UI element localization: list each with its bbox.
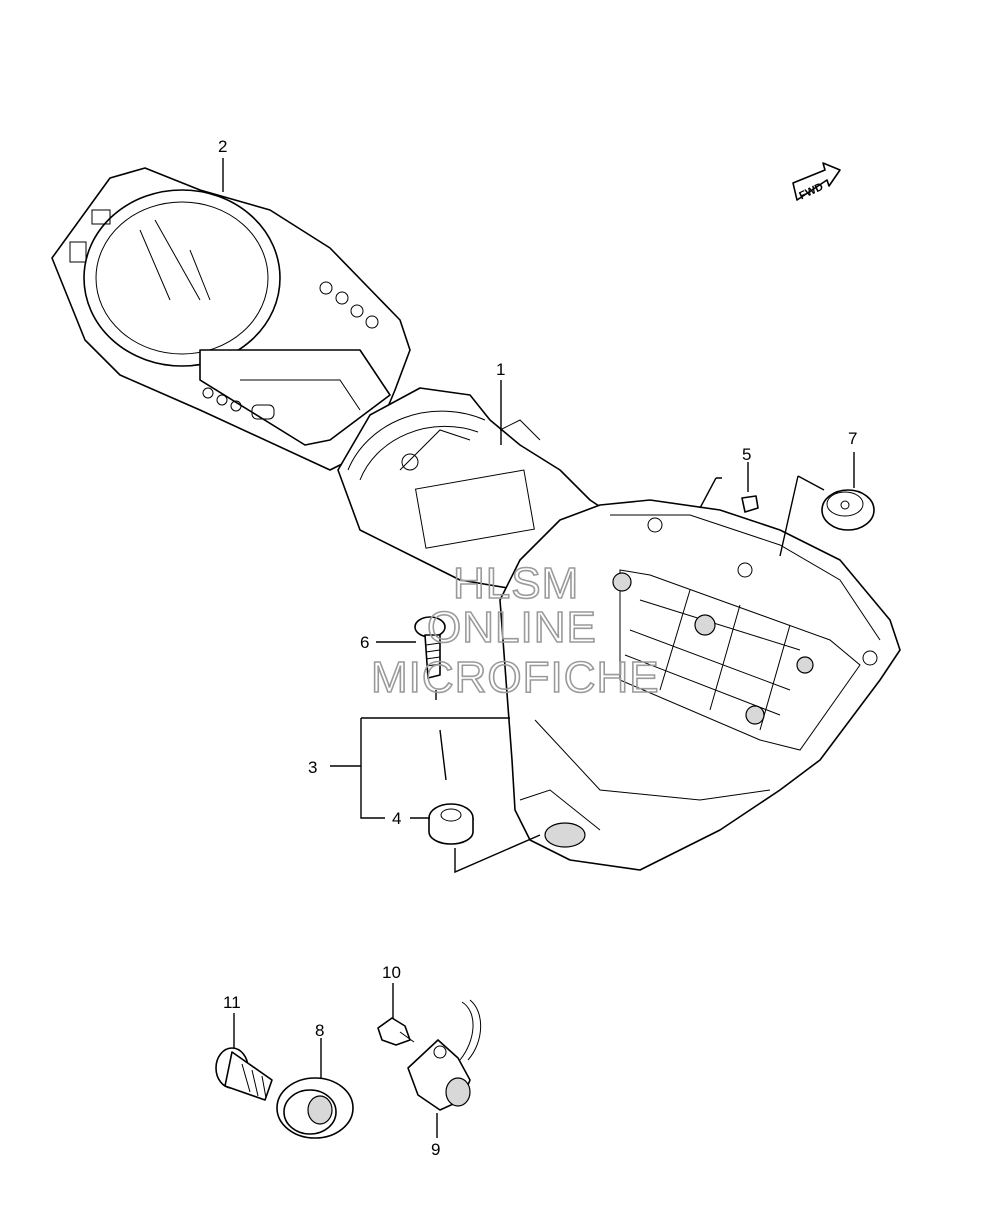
callout-8: 8 (315, 1021, 324, 1040)
callout-11: 11 (223, 993, 241, 1012)
cushion-part-4 (428, 803, 474, 845)
callout-4: 4 (392, 809, 401, 828)
bolt-part-10 (377, 1017, 415, 1046)
fwd-arrow-icon: FWD (792, 162, 841, 202)
bolt-part-11 (215, 1047, 273, 1101)
leader-lines (222, 158, 855, 1138)
callout-1: 1 (496, 360, 505, 379)
screw-part-6 (414, 616, 446, 679)
screw-part-5 (741, 495, 759, 513)
callout-10: 10 (382, 963, 401, 982)
callout-3: 3 (308, 758, 317, 777)
watermark-line3: MICROFICHE (371, 653, 660, 702)
callout-9: 9 (431, 1140, 440, 1159)
callout-7: 7 (848, 429, 857, 448)
meter-cover-part (51, 167, 411, 471)
meter-case-part (499, 499, 901, 871)
collar-part-8 (276, 1077, 354, 1139)
speed-sensor-part-9 (407, 999, 482, 1111)
watermark: HLSM ONLINE MICROFICHE (370, 558, 660, 703)
callout-2: 2 (218, 137, 227, 156)
watermark-line1: HLSM (453, 559, 579, 608)
grommet-part-7 (821, 489, 875, 531)
callout-6: 6 (360, 633, 369, 652)
watermark-line2: ONLINE (427, 603, 597, 652)
callout-5: 5 (742, 445, 751, 464)
